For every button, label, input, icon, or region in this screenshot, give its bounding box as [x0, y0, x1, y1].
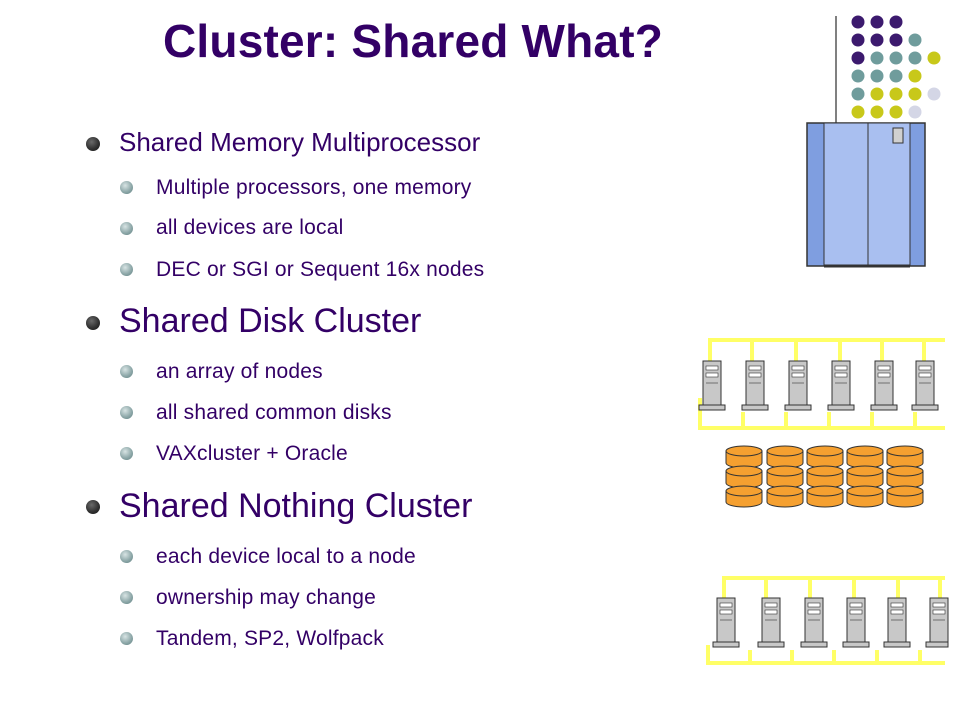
- disk-stack-icon: [806, 445, 844, 508]
- list-item: an array of nodes: [156, 360, 323, 383]
- bullet-dot-icon: [86, 137, 100, 151]
- bullet-dot-icon: [86, 500, 100, 514]
- list-item: all devices are local: [156, 216, 344, 239]
- tower-server-icon: [784, 360, 812, 411]
- sub-bullet-dot-icon: [120, 181, 133, 194]
- slide-title: Cluster: Shared What?: [163, 15, 664, 67]
- disk-stack-icon: [725, 445, 763, 508]
- decorative-dot-grid: [851, 15, 941, 119]
- disk-stack-icon: [766, 445, 804, 508]
- sub-bullet-dot-icon: [120, 263, 133, 276]
- sub-bullet-dot-icon: [120, 632, 133, 645]
- shared-nothing-bus: [706, 576, 945, 665]
- section-heading: Shared Nothing Cluster: [119, 487, 473, 525]
- tower-server-icon: [800, 597, 828, 648]
- tower-server-icon: [883, 597, 911, 648]
- list-item: VAXcluster + Oracle: [156, 442, 348, 465]
- list-item: each device local to a node: [156, 545, 416, 568]
- list-item: Tandem, SP2, Wolfpack: [156, 627, 384, 650]
- tower-server-icon: [757, 597, 785, 648]
- mainframe-cabinet-icon: [806, 122, 926, 268]
- tower-server-icon: [741, 360, 769, 411]
- bullet-dot-icon: [86, 316, 100, 330]
- list-item: DEC or SGI or Sequent 16x nodes: [156, 258, 485, 281]
- sub-bullet-dot-icon: [120, 591, 133, 604]
- tower-server-icon: [925, 597, 949, 648]
- sub-bullet-dot-icon: [120, 447, 133, 460]
- disk-stack-icon: [886, 445, 924, 508]
- nothing-cluster-servers: [712, 597, 949, 648]
- list-item: all shared common disks: [156, 401, 392, 424]
- shared-disks: [725, 445, 924, 508]
- shared-disk-bus: [698, 338, 945, 430]
- sub-bullet-dot-icon: [120, 222, 133, 235]
- tower-server-icon: [911, 360, 939, 411]
- tower-server-icon: [842, 597, 870, 648]
- disk-stack-icon: [846, 445, 884, 508]
- sub-bullet-dot-icon: [120, 406, 133, 419]
- section-heading: Shared Memory Multiprocessor: [119, 127, 481, 157]
- tower-server-icon: [827, 360, 855, 411]
- list-item: ownership may change: [156, 586, 376, 609]
- disk-cluster-servers: [698, 360, 939, 411]
- list-item: Multiple processors, one memory: [156, 176, 472, 199]
- section-heading: Shared Disk Cluster: [119, 302, 422, 340]
- sub-bullet-dot-icon: [120, 550, 133, 563]
- sub-bullet-dot-icon: [120, 365, 133, 378]
- tower-server-icon: [712, 597, 740, 648]
- tower-server-icon: [870, 360, 898, 411]
- tower-server-icon: [698, 360, 726, 411]
